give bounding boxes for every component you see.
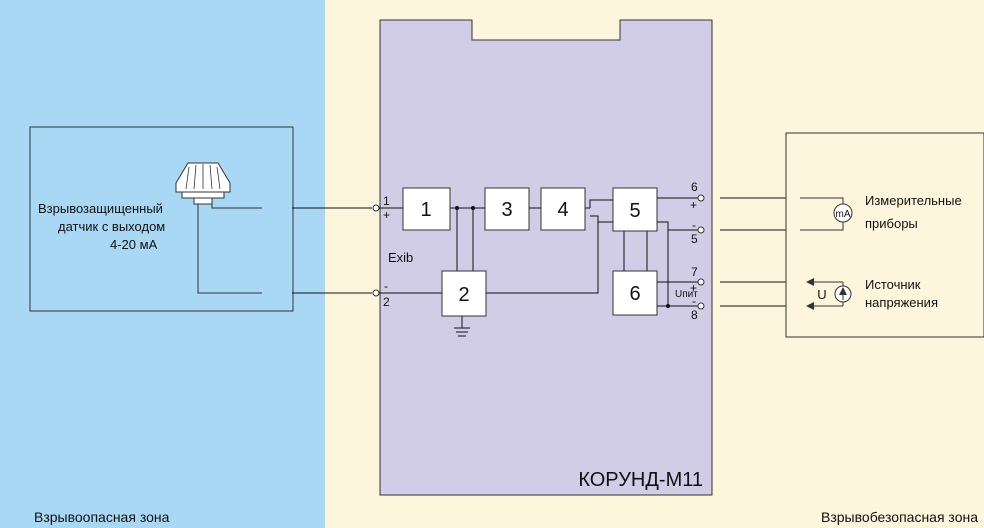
block-6-label: 6 [629,283,640,305]
block-2 [441,270,487,317]
sensor-box [29,126,294,312]
device-body [379,19,713,496]
terminal-1-number: 1 [383,194,390,208]
device-name: КОРУНД-М11 [578,469,703,491]
u-pit-label: Uпит [675,289,698,300]
block-3-label: 3 [501,199,512,221]
voltage-symbol: U [817,287,826,302]
terminal-1 [372,204,380,212]
function-blocks [402,187,658,317]
terminal-7-sign: + [690,281,697,295]
safe-zone-label: Взрывобезопасная зона [821,509,978,525]
block-2-label: 2 [458,284,469,306]
sensor-label-line-1: Взрывозащищенный [38,201,163,216]
source-circuit [806,278,844,310]
meter-label-line-2: приборы [865,216,918,231]
hazardous-zone-label: Взрывоопасная зона [34,509,170,525]
terminal-5-number: 5 [691,232,698,246]
terminal-2 [372,289,380,297]
terminal-2-sign: - [384,279,388,293]
terminal-6-sign: + [690,198,697,212]
wire-junctions [455,206,670,308]
terminal-5 [697,226,705,234]
block-5-label: 5 [629,200,640,222]
internal-wiring [379,197,698,337]
source-label-line-2: напряжения [865,295,938,310]
terminal-8 [697,302,705,310]
block-6 [612,270,658,316]
terminal-2-number: 2 [383,295,390,309]
milliammeter-symbol: mA [836,209,851,220]
terminal-7 [697,278,705,286]
block-4-label: 4 [557,199,568,221]
right-terminals [697,194,705,310]
output-wires [720,197,786,307]
sensor-label-line-2: датчик с выходом [58,219,165,234]
block-1 [402,187,451,231]
terminal-8-number: 8 [691,308,698,322]
source-label-line-1: Источник [865,277,921,292]
meter-label-line-1: Измерительные [865,193,962,208]
sensor-icon [175,162,231,205]
terminal-6-number: 6 [691,180,698,194]
sensor-label-line-3: 4-20 мА [110,237,158,252]
exib-label: Exib [388,250,413,265]
milliammeter-icon [833,203,853,223]
meter-circuit [800,197,844,231]
block-3 [484,187,530,231]
block-5 [612,187,658,232]
terminal-7-number: 7 [691,265,698,279]
block-4 [540,187,586,231]
terminal-1-sign: + [383,208,390,222]
output-box [785,132,984,338]
block-1-label: 1 [420,199,431,221]
hazardous-zone [0,0,325,528]
terminal-5-sign: - [692,218,696,232]
terminal-6 [697,194,705,202]
terminal-8-sign: - [692,294,696,308]
